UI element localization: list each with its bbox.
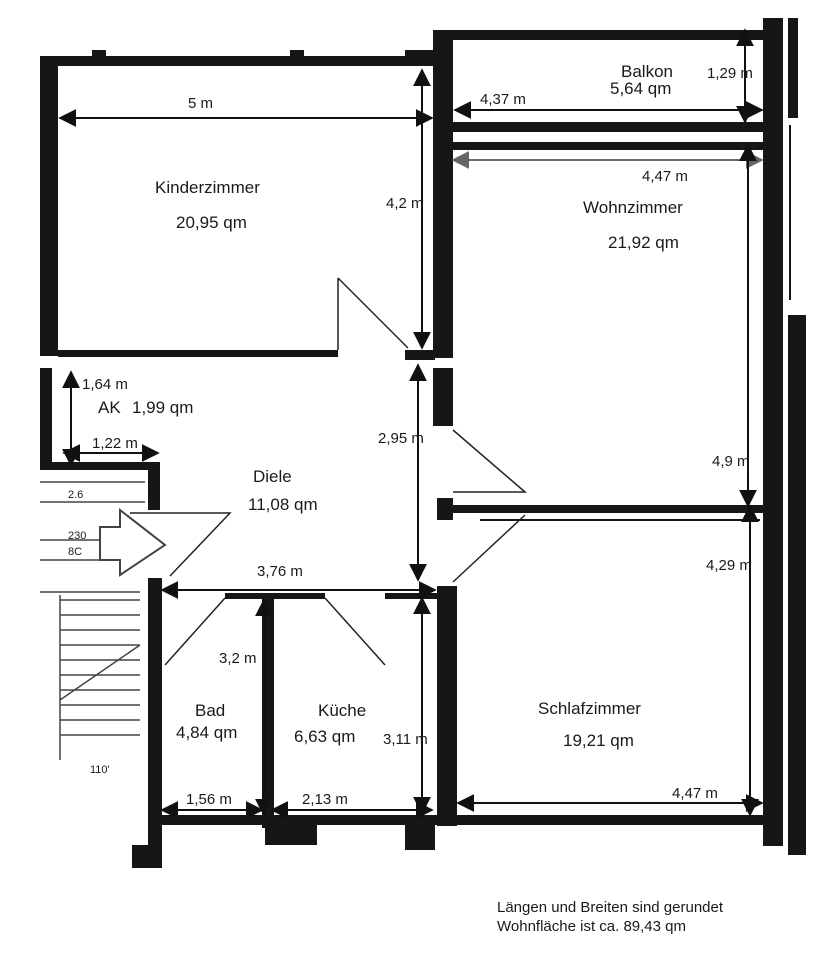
dimension-lines [58, 28, 764, 819]
staircase [40, 481, 145, 760]
dim-wohn-width: 4,47 m [642, 168, 688, 185]
room-name-kinderzimmer: Kinderzimmer [155, 178, 260, 197]
room-area-diele: 11,08 qm [248, 495, 318, 514]
dim-diele-height: 2,95 m [378, 430, 424, 447]
doors [164, 277, 528, 666]
dim-ak-width: 1,22 m [92, 435, 138, 452]
room-name-schlafzimmer: Schlafzimmer [538, 699, 641, 718]
stair-mark-a: 2.6 [68, 489, 84, 501]
dim-wohn-height: 4,9 m [712, 453, 750, 470]
dim-kinder-height: 4,2 m [386, 195, 424, 212]
room-area-schlafzimmer: 19,21 qm [563, 731, 634, 750]
stair-mark-c: 8C [68, 546, 83, 558]
dim-kueche-height: 3,11 m [383, 731, 428, 748]
dim-diele-width: 3,76 m [257, 563, 303, 580]
dim-kueche-width: 2,13 m [302, 791, 348, 808]
footnote-line-2: Wohnfläche ist ca. 89,43 qm [497, 918, 686, 935]
dim-bad-width: 1,56 m [186, 791, 232, 808]
entrance-arrow-icon [99, 507, 167, 577]
stair-mark-d: 110' [90, 764, 110, 776]
dim-schlaf-height: 4,29 m [706, 557, 752, 574]
dim-bad-height: 3,2 m [219, 650, 257, 667]
footnote-line-1: Längen und Breiten sind gerundet [497, 899, 724, 916]
room-area-balkon: 5,64 qm [610, 79, 672, 98]
stair-mark-b: 230 [68, 530, 87, 542]
room-name-wohnzimmer: Wohnzimmer [583, 198, 683, 217]
room-area-bad: 4,84 qm [176, 723, 238, 742]
footnote: Längen und Breiten sind gerundet Wohnflä… [497, 898, 723, 936]
room-name-diele: Diele [253, 467, 292, 486]
room-area-kueche: 6,63 qm [294, 727, 356, 746]
dim-balkon-height: 1,29 m [707, 65, 753, 82]
dim-ak-height: 1,64 m [82, 376, 128, 393]
dim-schlaf-width: 4,47 m [672, 785, 718, 802]
room-area-wohnzimmer: 21,92 qm [608, 233, 679, 252]
room-name-kueche: Küche [318, 701, 367, 720]
room-area-kinderzimmer: 20,95 qm [176, 213, 247, 232]
room-name-balkon: Balkon [621, 62, 673, 81]
dim-kinder-width: 5 m [188, 95, 214, 112]
dim-balkon-width: 4,37 m [480, 91, 526, 108]
windows [110, 57, 791, 521]
room-name-bad: Bad [195, 701, 226, 720]
entrance-wedge [130, 512, 232, 577]
room-area-ak: 1,99 qm [132, 398, 194, 417]
room-name-ak: AK [98, 398, 121, 417]
